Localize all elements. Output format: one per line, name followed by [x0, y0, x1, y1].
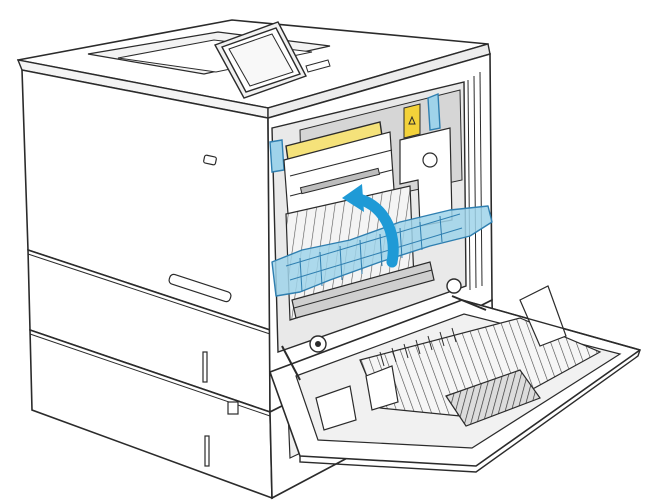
jam-access-guide	[271, 205, 493, 297]
tray-3-level-indicator	[204, 435, 210, 467]
tray-level-indicator-icon	[202, 351, 208, 383]
power-button	[203, 154, 217, 166]
printer-interior	[269, 81, 493, 353]
front-handle-slot	[168, 273, 232, 303]
touchscreen-display	[228, 33, 294, 87]
tray-3-latch	[227, 401, 239, 415]
right-door-open[interactable]	[269, 285, 641, 473]
control-panel[interactable]	[213, 21, 331, 99]
door-grille	[445, 369, 541, 427]
fuser-release-lever-right	[427, 92, 441, 131]
side-vent	[467, 71, 483, 291]
printer-front	[21, 69, 273, 500]
usb-port	[305, 59, 331, 73]
warning-label-icon	[403, 103, 421, 139]
fuser-release-lever-left	[269, 139, 285, 173]
